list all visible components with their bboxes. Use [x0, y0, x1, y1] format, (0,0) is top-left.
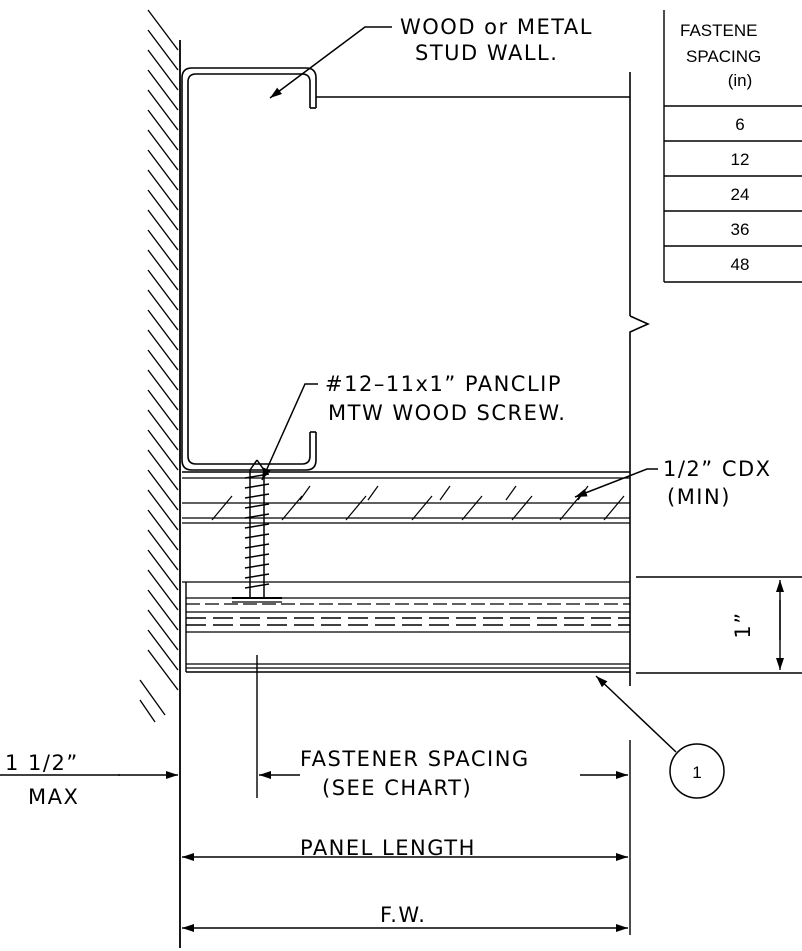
metal-stud-channel — [181, 67, 317, 471]
screw-leader — [261, 383, 318, 481]
table-header-line3: (in) — [728, 71, 753, 90]
stud-wall-label-line2: STUD WALL. — [415, 41, 558, 65]
offset-label-line1: 1 1/2” — [5, 751, 79, 775]
callout-number: 1 — [692, 763, 701, 782]
plywood-label-line2: (MIN) — [667, 485, 731, 509]
fastener-spacing-label-line2: (SEE CHART) — [322, 776, 472, 800]
table-cell: 24 — [731, 185, 750, 204]
callout-leader — [595, 675, 677, 753]
stud-wall-leader — [269, 26, 392, 99]
plywood-label-line1: 1/2” CDX — [663, 457, 772, 481]
thickness-dimension — [636, 576, 802, 674]
panel-section — [185, 582, 630, 673]
table-cell: 6 — [735, 115, 744, 134]
fw-label: F.W. — [380, 903, 426, 927]
wood-screw — [232, 459, 282, 603]
callout-bubble — [669, 743, 725, 799]
wall-hatching — [139, 9, 179, 723]
plywood-leader — [574, 468, 658, 498]
stud-wall-label-line1: WOOD or METAL — [400, 15, 593, 39]
panel-length-label: PANEL LENGTH — [300, 836, 476, 860]
fastener-spacing-table — [663, 10, 802, 283]
plywood-layer — [182, 471, 630, 583]
break-line — [316, 72, 650, 686]
table-header-line1: FASTENE — [680, 21, 757, 40]
screw-label-line1: #12–11x1” PANCLIP — [325, 372, 562, 396]
table-header-line2: SPACING — [686, 47, 761, 66]
table-cell: 48 — [731, 255, 750, 274]
offset-label-line2: MAX — [28, 785, 79, 809]
screw-label-line2: MTW WOOD SCREW. — [328, 401, 566, 425]
table-cell: 12 — [731, 150, 750, 169]
table-cell: 36 — [731, 220, 750, 239]
thickness-label: 1” — [731, 611, 755, 638]
fastener-spacing-label-line1: FASTENER SPACING — [300, 747, 530, 771]
